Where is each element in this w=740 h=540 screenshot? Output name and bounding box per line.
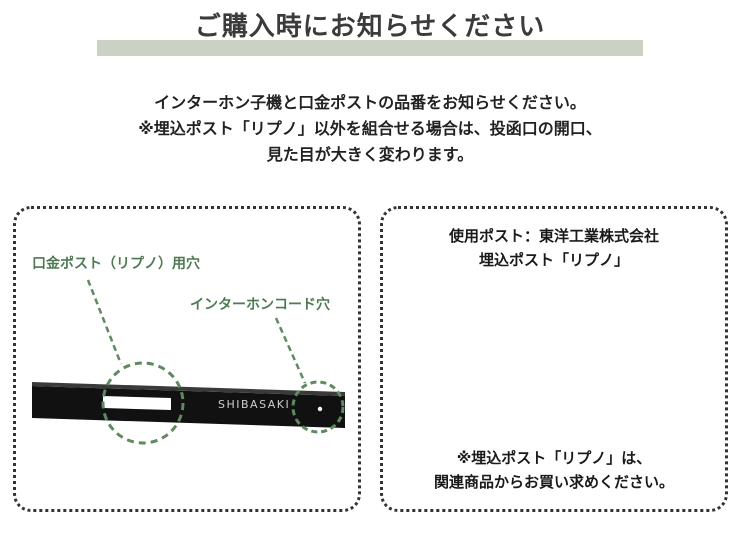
brand-text: SHIBASAKI (218, 398, 291, 411)
label-mouth-post-hole: 口金ポスト（リプノ）用穴 (32, 256, 200, 272)
purchase-note-line-1: ※埋込ポスト「リプノ」は、 (456, 449, 652, 467)
intro-text: インターホン子機と口金ポストの品番をお知らせください。 ※埋込ポスト「リプノ」以… (0, 90, 740, 168)
highlight-circle-mouth (101, 361, 185, 445)
label-intercom-cord-hole: インターホンコード穴 (190, 297, 330, 313)
highlight-circle-intercom (291, 380, 345, 434)
mouth-slot (103, 396, 171, 410)
intro-line-1: インターホン子機と口金ポストの品番をお知らせください。 (154, 93, 586, 112)
purchase-note-line-2: 関連商品からお買い求めください。 (433, 473, 674, 491)
intro-line-2: ※埋込ポスト「リプノ」以外を組合せる場合は、投函口の開口、 (138, 119, 602, 138)
mailbox-info-header: 使用ポスト：東洋工業株式会社 埋込ポスト「リプノ」 (380, 224, 728, 272)
panel-mailbox-info (380, 206, 728, 512)
intercom-hole (317, 406, 323, 412)
mailbox-maker: 使用ポスト：東洋工業株式会社 (448, 227, 659, 245)
mailbox-purchase-note: ※埋込ポスト「リプノ」は、 関連商品からお買い求めください。 (380, 446, 728, 494)
mailbox-model: 埋込ポスト「リプノ」 (478, 251, 629, 269)
nameplate-bar-top (32, 382, 345, 396)
intro-line-3: 見た目が大きく変わります。 (266, 145, 474, 164)
page-title: ご購入時にお知らせください (194, 12, 546, 42)
panel-product-diagram (13, 206, 361, 512)
leader-line-intercom (274, 317, 307, 384)
title-underline-band (97, 40, 643, 56)
leader-line-mouth (86, 279, 123, 365)
